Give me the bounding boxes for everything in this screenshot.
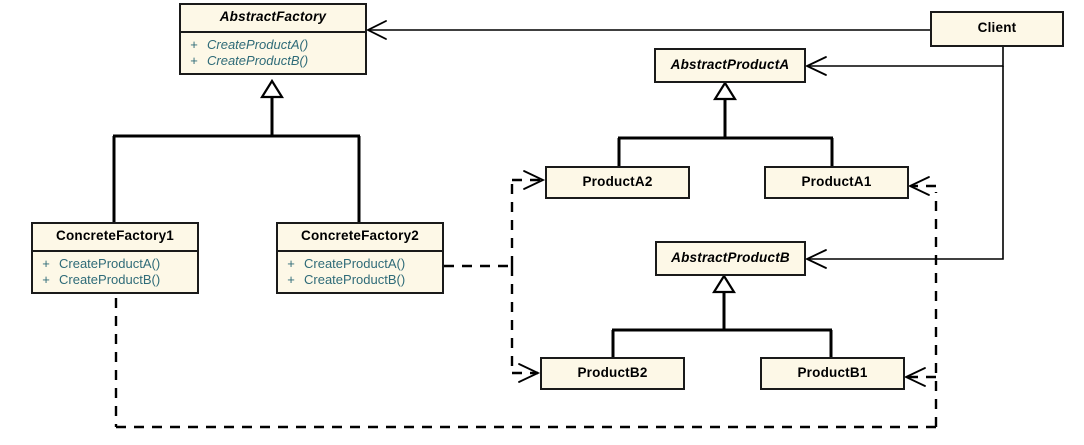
class-box-abstract-factory[interactable]: AbstractFactory + CreateProductA() + Cre… (179, 3, 367, 75)
association-client-to-abstractfactory (365, 20, 930, 40)
operations-compartment-abstract-factory: + CreateProductA() + CreateProductB() (181, 33, 365, 73)
class-box-product-a1[interactable]: ProductA1 (764, 166, 909, 199)
class-name-client: Client (977, 20, 1017, 36)
dependency-concretefactory2-to-products (444, 170, 546, 383)
class-name-abstract-factory: AbstractFactory (181, 5, 365, 33)
class-box-concrete-factory1[interactable]: ConcreteFactory1 + CreateProductA() + Cr… (31, 222, 199, 294)
class-box-abstract-product-a[interactable]: AbstractProductA (654, 48, 806, 83)
operation-visibility: + (42, 255, 50, 271)
operation-visibility: + (42, 272, 50, 288)
operation-signature: CreateProductB() (304, 272, 406, 288)
generalization-producta-to-abstractproducta (617, 80, 834, 166)
open-arrowhead (804, 56, 827, 76)
class-box-concrete-factory2[interactable]: ConcreteFactory2 + CreateProductA() + Cr… (276, 222, 444, 294)
class-box-abstract-product-b[interactable]: AbstractProductB (655, 241, 806, 276)
operations-compartment-concrete-factory1: + CreateProductA() + CreateProductB() (33, 252, 197, 292)
class-box-product-a2[interactable]: ProductA2 (545, 166, 690, 199)
class-name-concrete-factory1: ConcreteFactory1 (33, 224, 197, 252)
open-arrowhead (907, 176, 930, 196)
generalization-concretefactory-to-abstractfactory (112, 78, 361, 222)
class-name-abstract-product-a: AbstractProductA (670, 56, 790, 72)
operation-row: + CreateProductA() (33, 256, 197, 271)
operation-visibility: + (287, 272, 295, 288)
class-box-client[interactable]: Client (930, 11, 1064, 47)
class-name-product-b1: ProductB1 (797, 364, 868, 380)
class-name-product-b2: ProductB2 (577, 364, 648, 380)
operation-row: + CreateProductA() (278, 256, 442, 271)
generalization-productb-to-abstractproductb (611, 273, 833, 357)
open-arrowhead (903, 367, 926, 387)
operation-row: + CreateProductB() (278, 272, 442, 287)
operation-visibility: + (190, 36, 198, 52)
operation-signature: CreateProductA() (304, 255, 406, 271)
operations-compartment-concrete-factory2: + CreateProductA() + CreateProductB() (278, 252, 442, 292)
class-name-product-a2: ProductA2 (582, 173, 653, 189)
hollow-triangle-arrowhead (713, 80, 737, 101)
operation-row: + CreateProductB() (181, 53, 365, 68)
association-client-to-abstractproducta (804, 47, 1004, 76)
operation-visibility: + (287, 255, 295, 271)
operation-signature: CreateProductB() (207, 53, 309, 69)
class-box-product-b2[interactable]: ProductB2 (540, 357, 685, 390)
class-name-abstract-product-b: AbstractProductB (671, 249, 790, 265)
operation-signature: CreateProductA() (59, 255, 161, 271)
open-arrowhead (518, 363, 541, 383)
hollow-triangle-arrowhead (260, 78, 284, 99)
operation-row: + CreateProductB() (33, 272, 197, 287)
operation-signature: CreateProductA() (207, 36, 309, 52)
operation-row: + CreateProductA() (181, 37, 365, 52)
operation-visibility: + (190, 53, 198, 69)
hollow-triangle-arrowhead (712, 273, 736, 294)
open-arrowhead (804, 249, 827, 269)
class-name-product-a1: ProductA1 (801, 173, 872, 189)
open-arrowhead (365, 20, 387, 40)
open-arrowhead (523, 170, 546, 190)
class-box-product-b1[interactable]: ProductB1 (760, 357, 905, 390)
class-name-concrete-factory2: ConcreteFactory2 (278, 224, 442, 252)
operation-signature: CreateProductB() (59, 272, 161, 288)
